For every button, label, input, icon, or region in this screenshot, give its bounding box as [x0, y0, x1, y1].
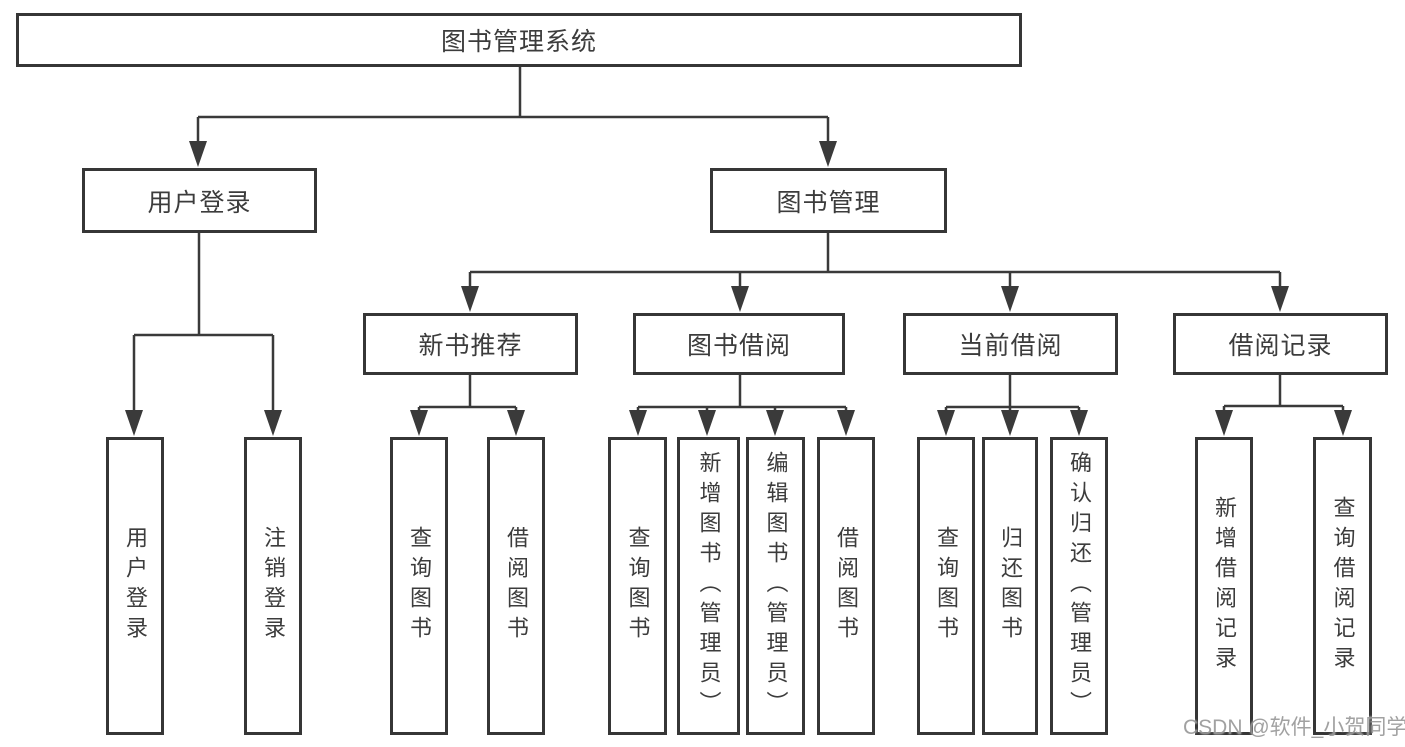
node-leaf-add-books-admin: 新增图书（管理员） — [677, 437, 740, 735]
node-leaf-edit-books-admin: 编辑图书（管理员） — [746, 437, 805, 735]
node-leaf-query-books-2: 查询图书 — [608, 437, 667, 735]
node-new-book-recommendation: 新书推荐 — [363, 313, 578, 375]
node-leaf-confirm-return-admin: 确认归还（管理员） — [1050, 437, 1108, 735]
node-book-borrowing: 图书借阅 — [633, 313, 845, 375]
node-borrowing-records: 借阅记录 — [1173, 313, 1388, 375]
node-user-login: 用户登录 — [82, 168, 317, 233]
node-leaf-return-books: 归还图书 — [982, 437, 1038, 735]
node-current-borrowing: 当前借阅 — [903, 313, 1118, 375]
node-leaf-query-books-1: 查询图书 — [390, 437, 448, 735]
node-leaf-query-borrow-record: 查询借阅记录 — [1313, 437, 1372, 735]
node-leaf-query-books-3: 查询图书 — [917, 437, 975, 735]
node-leaf-logout: 注销登录 — [244, 437, 302, 735]
node-book-management: 图书管理 — [710, 168, 947, 233]
node-leaf-user-login: 用户登录 — [106, 437, 164, 735]
node-leaf-borrow-books-2: 借阅图书 — [817, 437, 875, 735]
node-leaf-add-borrow-record: 新增借阅记录 — [1195, 437, 1253, 735]
watermark: CSDN @软件_小贺同学 — [1183, 716, 1405, 739]
node-library-management-system: 图书管理系统 — [16, 13, 1022, 67]
node-leaf-borrow-books-1: 借阅图书 — [487, 437, 545, 735]
